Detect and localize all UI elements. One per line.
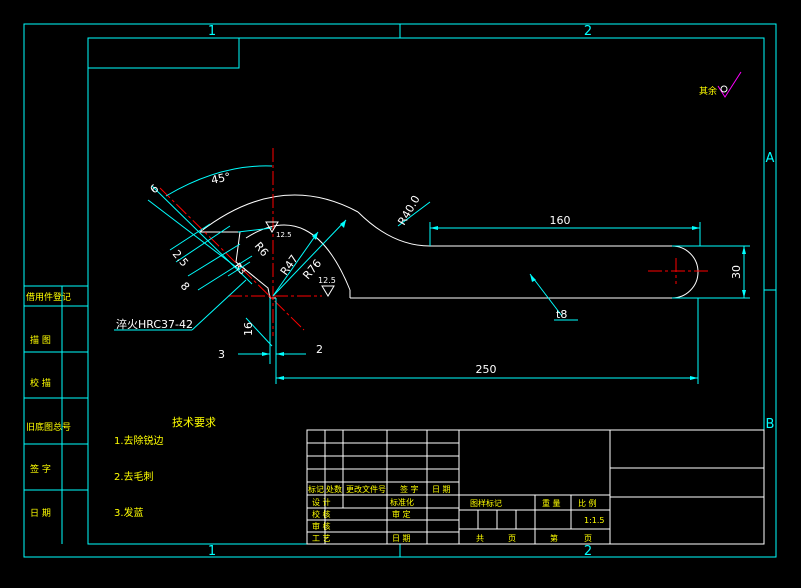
arrow-30-top: [742, 246, 746, 254]
sidebar-label-1: 借用件登记: [26, 291, 71, 303]
dim-3: 3: [218, 348, 225, 361]
tech-item-3: 3.发蓝: [114, 506, 144, 519]
zone-top-2: 2: [584, 24, 592, 39]
sidebar-labels: 借用件登记 描 图 校 描 旧底图总号 签 字 日 期: [26, 291, 71, 519]
roughness-note: 其余: [699, 71, 742, 98]
roughness-mark-2-icon: [321, 285, 335, 297]
tb-date: 日 期: [432, 485, 451, 494]
dim-160: 160: [550, 214, 571, 227]
arrow-250-left: [276, 376, 284, 380]
zone-bottom-1: 1: [208, 544, 216, 559]
hardness-leader: [191, 279, 247, 331]
angle-ext: [147, 199, 241, 271]
sidebar-label-6: 日 期: [30, 508, 51, 519]
roughness-mark-1-icon: [265, 221, 279, 233]
tb-process: 工 艺: [312, 534, 331, 543]
hook-curve-r40: [357, 211, 431, 247]
tb-scale-value: 1:1.5: [584, 516, 605, 525]
zone-right-a: A: [766, 151, 775, 166]
zone-top-1: 1: [208, 24, 216, 39]
part-outline: [199, 194, 699, 299]
zone-right-b: B: [766, 417, 775, 432]
tb-scale-label: 比 例: [578, 498, 597, 508]
title-block: [306, 429, 765, 545]
tb-sign: 签 字: [400, 484, 419, 494]
tb-change-doc: 更改文件号: [346, 484, 386, 494]
tb-drawing-mark: 图样标记: [470, 498, 502, 508]
left-dim-ext-4: [187, 243, 241, 277]
tb-sheet-unit: 页: [508, 534, 516, 543]
center-lines: [159, 148, 708, 336]
tb-mark: 标记: [308, 484, 324, 494]
tb-count: 处数: [326, 484, 342, 494]
dim-16-line: [245, 317, 273, 347]
tb-review: 审 核: [312, 521, 331, 531]
roughness-symbol-icon: [717, 71, 742, 98]
angle-arc: [165, 165, 273, 197]
r40-leader: [397, 201, 431, 227]
inner-arc-r47: [245, 224, 351, 291]
arrow-3: [262, 352, 270, 356]
tech-item-2: 2.去毛刺: [114, 471, 154, 483]
outer-arc-r76: [199, 194, 359, 233]
top-left-box: [87, 37, 240, 69]
left-dim-ext-3: [175, 225, 231, 263]
handle-end-arc: [671, 245, 699, 299]
arrow-t8: [530, 274, 536, 282]
arrow-160-left: [430, 226, 438, 230]
title-block-text: 标记 处数 更改文件号 签 字 日 期 设 计 标准化 图样标记 重 量 比 例…: [308, 484, 605, 543]
tb-standard: 标准化: [390, 497, 414, 507]
dim-2: 2: [316, 343, 323, 356]
r47-leader: [272, 231, 319, 297]
jaw-notch: [200, 231, 271, 299]
dim-16: 16: [242, 322, 255, 336]
arrow-2: [276, 352, 284, 356]
tb-date-2: 日 期: [392, 534, 411, 543]
dim-angle: 45°: [210, 170, 232, 187]
left-dim-ext-1: [151, 185, 253, 285]
arrow-r47: [312, 232, 318, 240]
tech-item-1: 1.去除锐边: [114, 434, 164, 447]
roughness-note-text: 其余: [699, 85, 717, 97]
dimension-lines: [114, 165, 750, 384]
dim-rough-2: 12.5: [318, 276, 336, 285]
sidebar-label-4: 旧底图总号: [26, 421, 71, 433]
dim-thickness: t8: [556, 308, 567, 321]
part-roughness-marks: [265, 221, 335, 297]
roughness-circle-icon: [720, 85, 728, 93]
r6-leader: [237, 227, 273, 233]
left-dim-ext-5: [197, 255, 253, 291]
sidebar-label-5: 签 字: [30, 463, 51, 475]
sidebar-label-3: 校 描: [30, 377, 51, 389]
tb-check: 校 核: [312, 509, 331, 519]
tech-requirements: 技术要求 1.去除锐边 2.去毛刺 3.发蓝: [114, 416, 216, 519]
zone-labels: 1 2 1 2 A B: [208, 24, 775, 559]
dim-250: 250: [476, 363, 497, 376]
sidebar-label-2: 描 图: [30, 334, 51, 346]
zone-bottom-2: 2: [584, 544, 592, 559]
tb-approve: 审 定: [392, 509, 411, 519]
tb-sheet-unit-2: 页: [584, 534, 592, 543]
arrow-r76: [340, 220, 346, 228]
r76-leader: [272, 219, 347, 297]
arrow-160-right: [692, 226, 700, 230]
left-dim-ext-2: [169, 223, 211, 251]
arrow-250-right: [690, 376, 698, 380]
center-line-diagonal: [159, 187, 305, 331]
dim-hardness: 淬火HRC37-42: [116, 317, 193, 331]
dim-rough-1: 12.5: [276, 231, 292, 239]
tb-sheet-no: 第: [550, 533, 558, 543]
arrow-30-bottom: [742, 290, 746, 298]
arrowheads: [262, 220, 746, 380]
tb-weight: 重 量: [542, 498, 561, 508]
t8-leader: [529, 273, 563, 317]
tech-title: 技术要求: [172, 416, 216, 429]
left-dim-ext-6: [227, 261, 251, 277]
tb-sheet-total: 共: [476, 534, 484, 543]
dim-30: 30: [730, 265, 743, 279]
tb-design: 设 计: [312, 497, 331, 507]
